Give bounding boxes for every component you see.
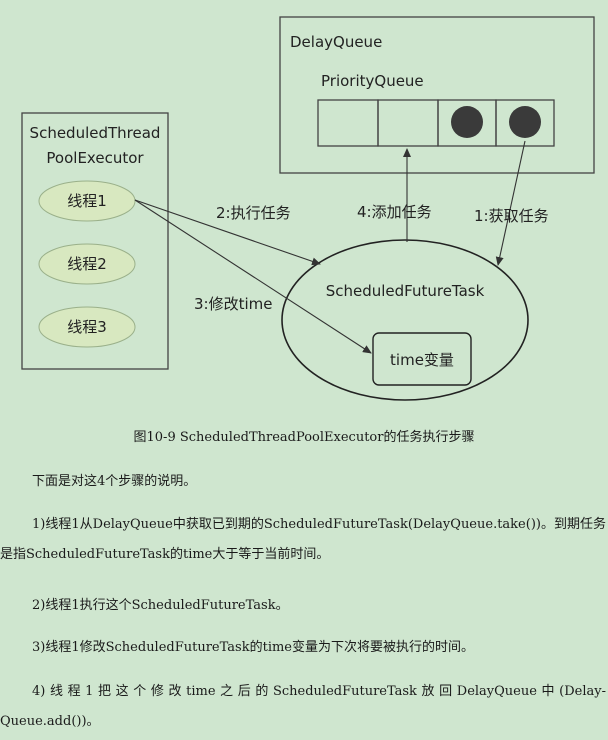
queue-slot [317, 99, 379, 147]
step-4-paragraph: 4)线程1把这个修改time之后的ScheduledFutureTask放回De… [0, 684, 606, 729]
intro-paragraph: 下面是对这4个步骤的说明。 [32, 474, 197, 489]
arrow-modify [134, 199, 372, 354]
executor-box [21, 112, 169, 370]
thread-1-label: 线程1 [67, 192, 107, 210]
time-variable-box [372, 332, 472, 386]
delay-queue-label: DelayQueue [290, 33, 382, 51]
delay-queue-box [279, 16, 595, 174]
executor-label-line2: PoolExecutor [46, 149, 144, 167]
time-variable-label: time变量 [390, 351, 454, 369]
priority-queue-slots [317, 99, 555, 147]
queued-task-dot [509, 106, 541, 138]
thread-3-label: 线程3 [67, 318, 107, 336]
task-ellipse [281, 239, 529, 401]
queue-slot [495, 99, 555, 147]
thread-2-label: 线程2 [67, 255, 107, 273]
queued-task-dot [451, 106, 483, 138]
queue-slot [377, 99, 439, 147]
arrow-add-label: 4:添加任务 [357, 203, 432, 221]
figure-caption: 图10-9 ScheduledThreadPoolExecutor的任务执行步骤 [133, 430, 475, 445]
arrow-take [495, 140, 526, 266]
thread-2-ellipse [38, 243, 136, 285]
step-3-paragraph: 3)线程1修改ScheduledFutureTask的time变量为下次将要被执… [32, 640, 474, 655]
task-execution-diagram: DelayQueue PriorityQueue ScheduledThread… [21, 16, 595, 401]
executor-label-line1: ScheduledThread [30, 124, 161, 142]
thread-3-ellipse [38, 306, 136, 348]
arrow-execute-label: 2:执行任务 [216, 204, 291, 222]
arrow-execute [134, 199, 321, 266]
thread-1-ellipse [38, 180, 136, 222]
arrow-take-label: 1:获取任务 [474, 207, 549, 225]
step-2-paragraph: 2)线程1执行这个ScheduledFutureTask。 [32, 598, 289, 613]
arrow-modify-label: 3:修改time [194, 295, 273, 313]
step-1-paragraph: 1)线程1从DelayQueue中获取已到期的ScheduledFutureTa… [0, 517, 606, 562]
task-label: ScheduledFutureTask [326, 282, 485, 300]
priority-queue-label: PriorityQueue [321, 72, 424, 90]
